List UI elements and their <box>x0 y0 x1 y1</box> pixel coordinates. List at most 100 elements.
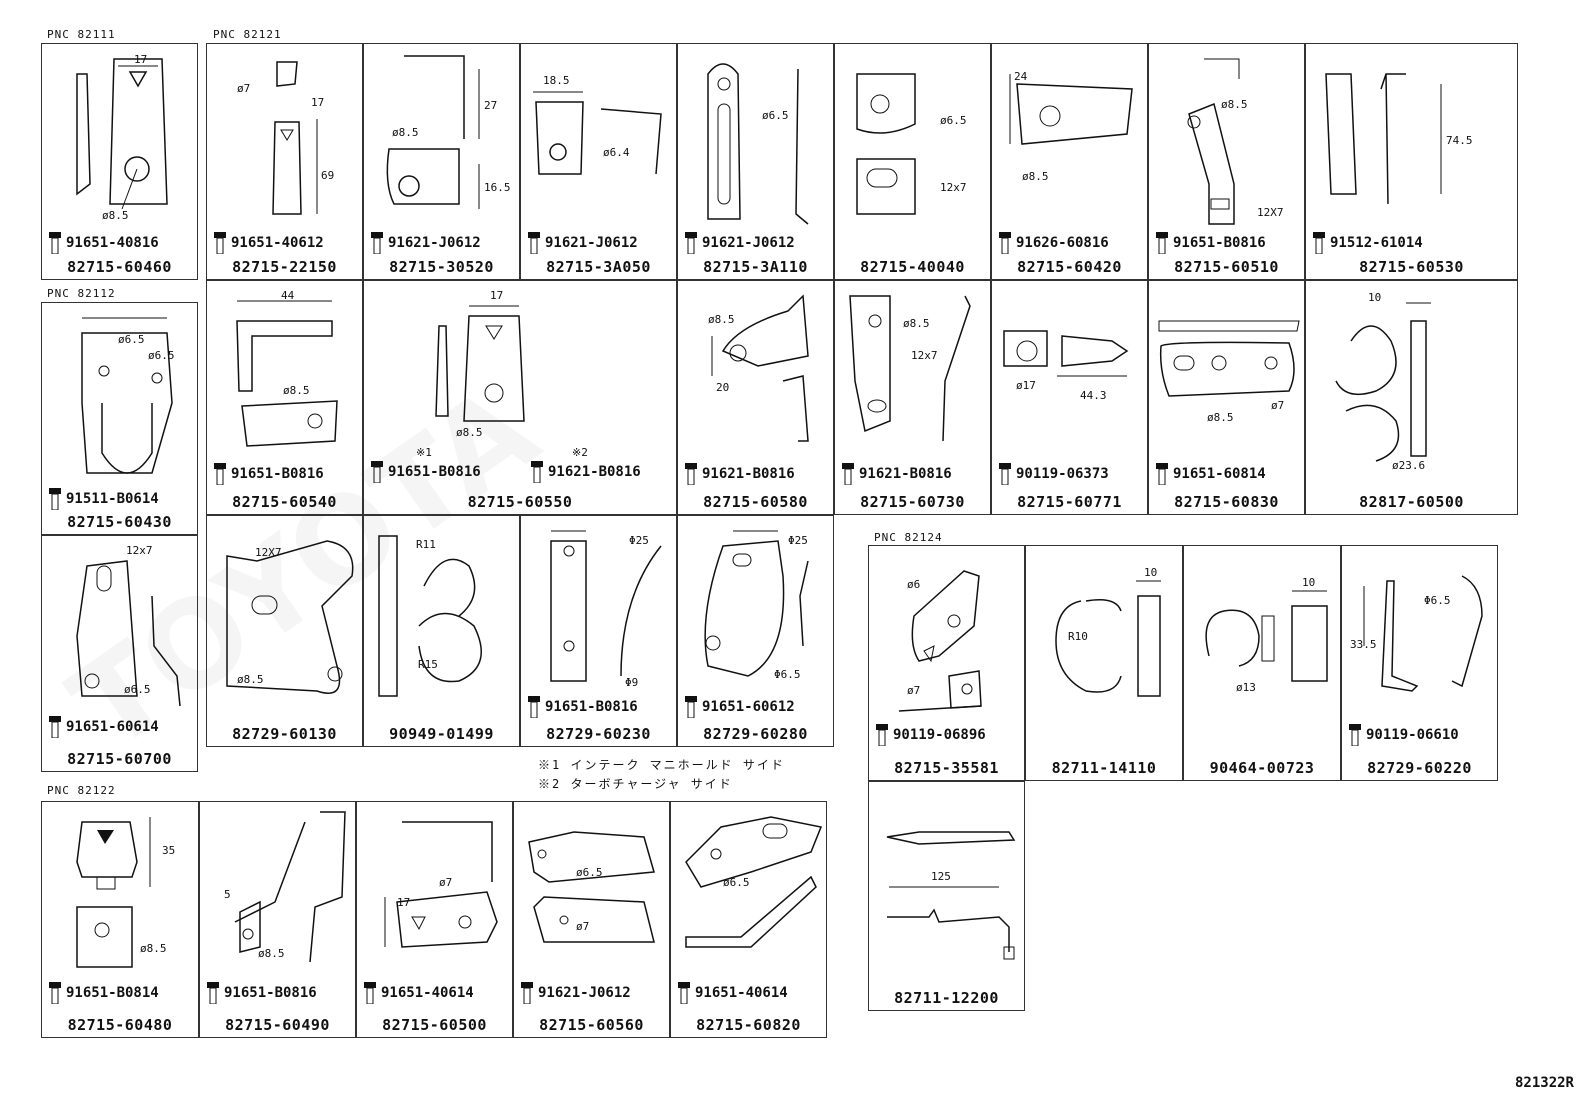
dim-label: ø8.5 <box>903 317 930 330</box>
bolt-icon <box>684 463 698 485</box>
part-cell-82711-12200[interactable]: 125 82711-12200 <box>868 781 1025 1011</box>
dim-label: Φ9 <box>625 676 639 689</box>
bolt-callout: 91651-40614 <box>677 982 788 1004</box>
dim-label: R15 <box>418 658 438 671</box>
bolt-number: 91511-B0614 <box>66 491 159 507</box>
bolt-callout: 90119-06373 <box>998 463 1109 485</box>
bracket-drawing <box>528 831 655 943</box>
bolt-icon <box>1155 463 1169 485</box>
part-cell-82715-60580[interactable]: ø8.5 20 91621-B0816 82715-60580 <box>677 280 834 515</box>
part-cell-82729-60220[interactable]: Φ6.5 33.5 90119-06610 82729-60220 <box>1341 545 1498 781</box>
part-cell-82715-3A110[interactable]: ø6.5 91621-J0612 82715-3A110 <box>677 43 834 280</box>
bolt-number: 90119-06373 <box>1016 466 1109 482</box>
part-number: 82715-60580 <box>703 493 808 511</box>
dim-label: ø8.5 <box>392 126 419 139</box>
bracket-drawing <box>898 570 982 712</box>
bracket-drawing <box>707 63 809 225</box>
part-cell-82715-60540[interactable]: 44 ø8.5 91651-B0816 82715-60540 <box>206 280 363 515</box>
part-cell-82715-60550[interactable]: 17 ø8.5 ※1 ※2 91651-B0816 91621-B0816 82… <box>363 280 677 515</box>
dim-label: 74.5 <box>1446 134 1473 147</box>
dim-label: ø8.5 <box>102 209 129 222</box>
bolt-icon <box>527 696 541 718</box>
dim-label: ø6 <box>907 578 921 591</box>
part-cell-82715-60460[interactable]: 17 ø8.5 91651-40816 82715-60460 <box>41 43 198 280</box>
bracket-drawing <box>1187 58 1240 225</box>
bolt-number: 91626-60816 <box>1016 235 1109 251</box>
part-cell-82715-60560[interactable]: ø6.5 ø7 91621-J0612 82715-60560 <box>513 801 670 1038</box>
part-cell-90949-01499[interactable]: R11 R15 90949-01499 <box>363 515 520 747</box>
dim-label: ø7 <box>576 920 590 933</box>
bolt-icon <box>48 716 62 738</box>
bolt-callout: 91651-60814 <box>1155 463 1266 485</box>
bolt-callout: 91626-60816 <box>998 232 1109 254</box>
dim-label: R11 <box>416 538 436 551</box>
bolt-icon <box>213 232 227 254</box>
pnc-label-82124: PNC 82124 <box>874 531 943 544</box>
dim-label: ø7 <box>237 82 251 95</box>
part-cell-82715-60430[interactable]: ø6.5 ø6.5 91511-B0614 82715-60430 <box>41 302 198 535</box>
part-cell-82715-60700[interactable]: 12x7 ø6.5 91651-60614 82715-60700 <box>41 535 198 772</box>
part-cell-82711-14110[interactable]: 10 R10 82711-14110 <box>1025 545 1183 781</box>
bolt-callout: 91511-B0614 <box>48 488 159 510</box>
dim-label: ø7 <box>439 876 453 889</box>
bracket-drawing <box>856 73 916 215</box>
part-cell-82715-60530[interactable]: 74.5 91512-61014 82715-60530 <box>1305 43 1518 280</box>
part-cell-82715-60820[interactable]: ø6.5 91651-40614 82715-60820 <box>670 801 827 1038</box>
bolt-number: 91651-60614 <box>66 719 159 735</box>
part-number: 82715-60490 <box>225 1016 330 1034</box>
bolt-number: 91621-J0612 <box>538 985 631 1001</box>
dim-label: ø6.5 <box>124 683 151 696</box>
part-cell-82715-60830[interactable]: ø8.5 ø7 91651-60814 82715-60830 <box>1148 280 1305 515</box>
part-cell-82715-35581[interactable]: ø6 ø7 90119-06896 82715-35581 <box>868 545 1025 781</box>
footnote-2: ※2 ターボチャージャ サイド <box>538 777 733 791</box>
part-cell-82715-60771[interactable]: ø17 44.3 90119-06373 82715-60771 <box>991 280 1148 515</box>
bracket-drawing <box>1055 580 1161 697</box>
part-cell-82817-60500[interactable]: 10 ø23.6 82817-60500 <box>1305 280 1518 515</box>
part-number: 82715-60730 <box>860 493 965 511</box>
part-number: 82715-40040 <box>860 258 965 276</box>
dim-label: R10 <box>1068 630 1088 643</box>
part-cell-82715-60730[interactable]: ø8.5 12x7 91621-B0816 82715-60730 <box>834 280 991 515</box>
part-number: 82715-60530 <box>1359 258 1464 276</box>
bolt-number: 90119-06610 <box>1366 727 1459 743</box>
bolt-callout: 90119-06610 <box>1348 724 1459 746</box>
pnc-label-82122: PNC 82122 <box>47 784 116 797</box>
part-cell-82715-60500[interactable]: 17 ø7 91651-40614 82715-60500 <box>356 801 513 1038</box>
bracket-drawing <box>704 530 809 677</box>
part-cell-82715-22150[interactable]: ø7 17 69 91651-40612 82715-22150 <box>206 43 363 280</box>
bolt-callout: 91651-B0814 <box>48 982 159 1004</box>
bolt-number: 91651-B0816 <box>1173 235 1266 251</box>
part-cell-82715-60480[interactable]: 35 ø8.5 91651-B0814 82715-60480 <box>41 801 199 1038</box>
dim-label: 44 <box>281 289 295 302</box>
dim-label: ø6.5 <box>576 866 603 879</box>
bolt-icon <box>206 982 220 1004</box>
part-number: 82715-60830 <box>1174 493 1279 511</box>
part-cell-82729-60130[interactable]: 12X7 ø8.5 82729-60130 <box>206 515 363 747</box>
bolt-callout: 91651-B0816 <box>1155 232 1266 254</box>
part-cell-82729-60280[interactable]: Φ25 Φ6.5 91651-60612 82729-60280 <box>677 515 834 747</box>
bolt-callout: 91651-B0816 <box>206 982 317 1004</box>
part-cell-82715-3A050[interactable]: 18.5 ø6.4 91621-J0612 82715-3A050 <box>520 43 677 280</box>
part-number: 82729-60230 <box>546 725 651 743</box>
dim-label: 17 <box>311 96 325 109</box>
part-cell-82715-30520[interactable]: 27 ø8.5 16.5 91621-J0612 82715-30520 <box>363 43 520 280</box>
bracket-drawing <box>384 821 498 948</box>
part-cell-82729-60230[interactable]: Φ25 Φ9 91651-B0816 82729-60230 <box>520 515 677 747</box>
bolt-number: 91651-40614 <box>381 985 474 1001</box>
part-cell-90464-00723[interactable]: 10 ø13 90464-00723 <box>1183 545 1341 781</box>
part-cell-82715-40040[interactable]: ø6.5 12x7 82715-40040 <box>834 43 991 280</box>
dim-label: ※2 <box>572 446 588 459</box>
footnote-1: ※1 インテーク マニホールド サイド <box>538 758 785 772</box>
bolt-icon <box>520 982 534 1004</box>
bracket-drawing <box>550 530 662 682</box>
part-cell-82715-60420[interactable]: 24 ø8.5 91626-60816 82715-60420 <box>991 43 1148 280</box>
bolt-icon <box>48 488 62 510</box>
part-cell-82715-60510[interactable]: ø8.5 12X7 91651-B0816 82715-60510 <box>1148 43 1305 280</box>
dim-label: ø8.5 <box>1207 411 1234 424</box>
dim-label: ø6.5 <box>118 333 145 346</box>
bolt-number: 91651-B0816 <box>231 466 324 482</box>
bolt-number: 91621-B0816 <box>859 466 952 482</box>
dim-label: 12x7 <box>911 349 938 362</box>
part-cell-82715-60490[interactable]: 5 ø8.5 91651-B0816 82715-60490 <box>199 801 356 1038</box>
bolt-icon <box>48 982 62 1004</box>
